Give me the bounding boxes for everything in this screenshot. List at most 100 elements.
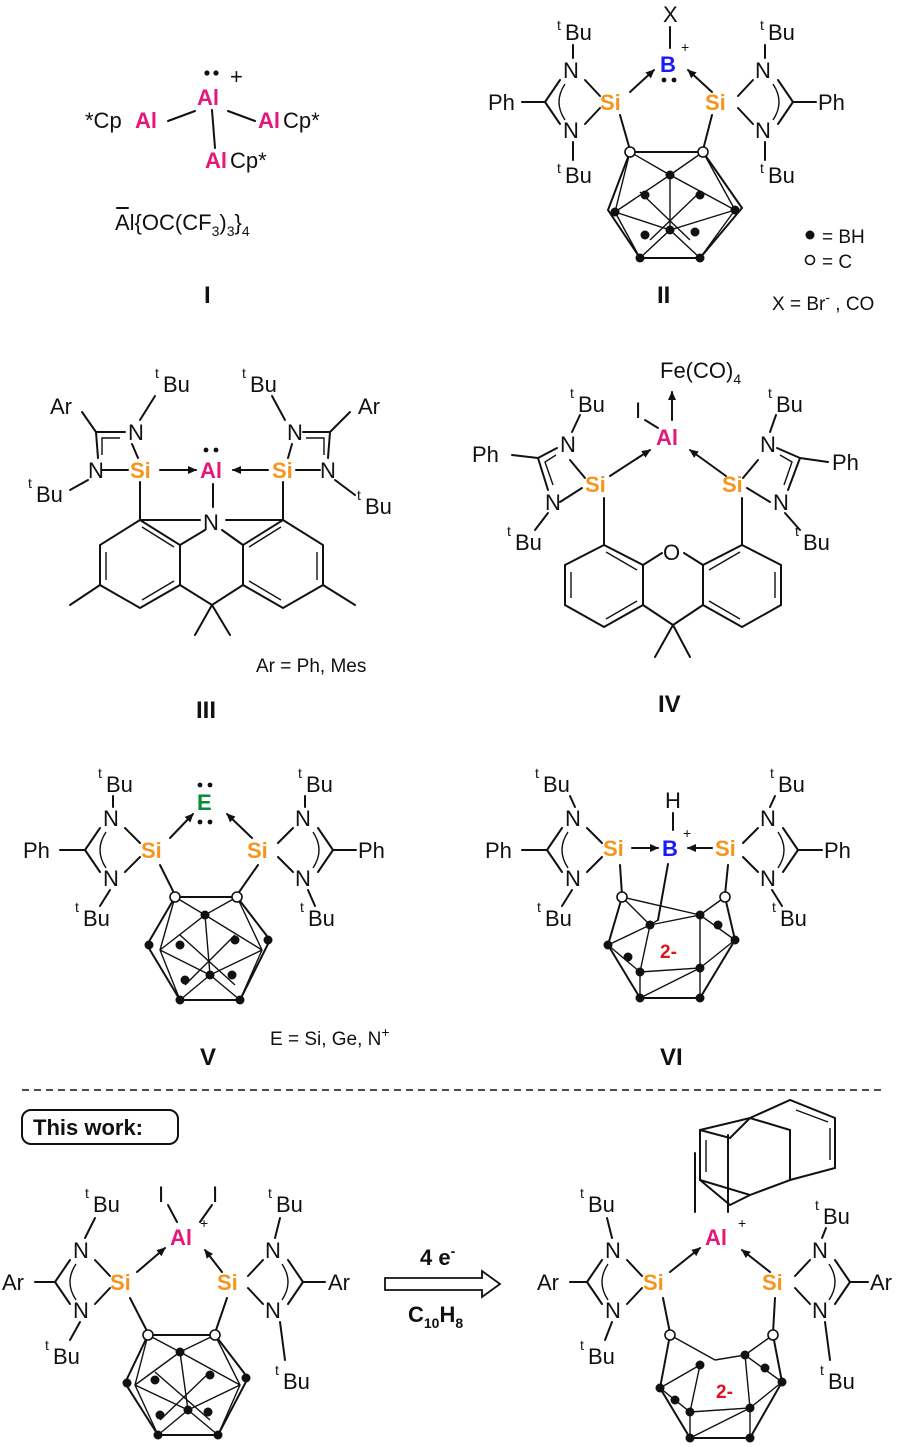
svg-text:Bu: Bu: [93, 1192, 120, 1217]
svg-text:t: t: [357, 487, 361, 503]
this-work-label: This work:: [33, 1115, 143, 1140]
label-V: V: [200, 1044, 216, 1071]
svg-text:N: N: [755, 118, 771, 143]
svg-text:H: H: [665, 788, 681, 813]
svg-text:N: N: [565, 866, 581, 891]
svg-text:Ph: Ph: [824, 838, 851, 863]
svg-text:Bu: Bu: [780, 906, 807, 931]
svg-text:Si: Si: [585, 472, 606, 497]
svg-text:t: t: [85, 1185, 89, 1201]
reagent-electrons: 4 e-: [420, 1243, 456, 1270]
svg-text:Ph: Ph: [488, 90, 515, 115]
svg-text:t: t: [768, 385, 772, 401]
svg-text:I: I: [158, 1182, 164, 1207]
legend-x: X = Br- , CO: [772, 289, 874, 315]
svg-text:Ar: Ar: [2, 1270, 24, 1295]
svg-text:+: +: [200, 1215, 208, 1231]
svg-text:Ar: Ar: [537, 1270, 559, 1295]
legend-c: = C: [822, 252, 852, 273]
svg-text:t: t: [298, 765, 302, 781]
boron: B: [660, 52, 676, 77]
svg-text:N: N: [760, 806, 776, 831]
svg-text:+: +: [681, 39, 689, 55]
svg-text:N: N: [287, 420, 303, 445]
cp-left-label: *Cp: [85, 108, 122, 133]
svg-text:Bu: Bu: [83, 906, 110, 931]
element-E: E: [197, 790, 212, 815]
charge-2m-VI: 2-: [660, 942, 677, 963]
svg-text:N: N: [773, 490, 789, 515]
svg-text:Si: Si: [722, 472, 743, 497]
svg-text:t: t: [242, 365, 246, 381]
svg-text:t: t: [557, 17, 561, 33]
al-left: Al: [135, 108, 157, 133]
svg-text:N: N: [73, 1238, 89, 1263]
svg-text:Bu: Bu: [776, 392, 803, 417]
svg-text:N: N: [320, 458, 336, 483]
this-work-box: This work:: [21, 1109, 179, 1145]
svg-text:N: N: [563, 118, 579, 143]
svg-text:Bu: Bu: [163, 372, 190, 397]
carborane-cage-product: [655, 1329, 787, 1443]
label-VI: VI: [660, 1044, 683, 1071]
svg-text:Si: Si: [715, 836, 736, 861]
label-IV: IV: [658, 691, 681, 718]
cp-bottom-label: Cp*: [230, 148, 267, 173]
svg-text:Si: Si: [110, 1270, 131, 1295]
al-bottom: Al: [205, 148, 227, 173]
svg-text:N: N: [605, 1298, 621, 1323]
svg-text:Bu: Bu: [250, 372, 277, 397]
svg-text:O: O: [663, 540, 680, 565]
svg-text:N: N: [265, 1298, 281, 1323]
svg-text:N: N: [760, 432, 776, 457]
svg-text:Bu: Bu: [823, 1204, 850, 1229]
svg-text:Bu: Bu: [276, 1192, 303, 1217]
svg-text:t: t: [795, 523, 799, 539]
svg-text:t: t: [772, 899, 776, 915]
svg-text:t: t: [557, 160, 561, 176]
svg-text:Ar: Ar: [870, 1270, 892, 1295]
svg-text:Si: Si: [272, 458, 293, 483]
si-left: Si: [600, 90, 621, 115]
svg-text:Bu: Bu: [588, 1344, 615, 1369]
svg-text:t: t: [507, 523, 511, 539]
svg-text:t: t: [28, 475, 32, 491]
carborane-cage-VI: [603, 891, 740, 1003]
svg-text:Ph: Ph: [832, 450, 859, 475]
al-center: Al: [197, 85, 219, 110]
svg-text:N: N: [73, 1298, 89, 1323]
cp-right-label: Cp*: [283, 108, 320, 133]
svg-text:Ph: Ph: [818, 90, 845, 115]
carborane-cage-V: [144, 891, 273, 1005]
svg-text:Bu: Bu: [828, 1369, 855, 1394]
svg-text:N: N: [265, 1238, 281, 1263]
svg-text:Si: Si: [603, 836, 624, 861]
svg-text:N: N: [563, 58, 579, 83]
svg-text:Bu: Bu: [803, 530, 830, 555]
svg-text:+: +: [738, 1215, 746, 1231]
svg-text:t: t: [770, 765, 774, 781]
note-V: E = Si, Ge, N+: [270, 1024, 390, 1050]
svg-text:t: t: [580, 1185, 584, 1201]
svg-text:Bu: Bu: [515, 530, 542, 555]
svg-text:N: N: [128, 420, 144, 445]
svg-text:+: +: [683, 825, 691, 841]
svg-text:Bu: Bu: [308, 906, 335, 931]
svg-text:t: t: [98, 765, 102, 781]
svg-text:Bu: Bu: [578, 392, 605, 417]
svg-text:t: t: [570, 385, 574, 401]
svg-text:t: t: [268, 1185, 272, 1201]
svg-text:Si: Si: [130, 458, 151, 483]
svg-text:t: t: [155, 365, 159, 381]
al-III: Al: [200, 458, 222, 483]
svg-text:Bu: Bu: [588, 1192, 615, 1217]
svg-text:N: N: [103, 866, 119, 891]
svg-text:N: N: [760, 866, 776, 891]
